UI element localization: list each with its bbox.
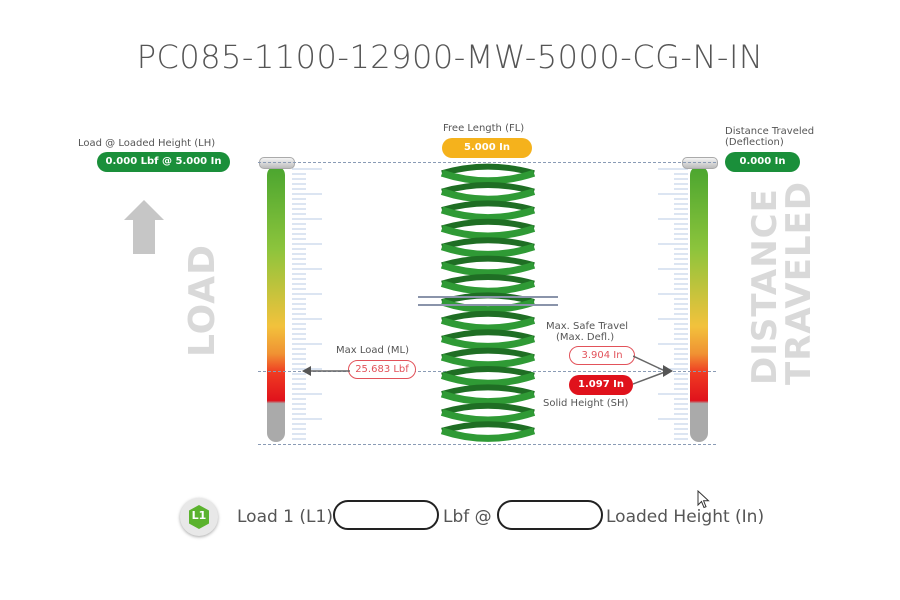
base-line: [258, 444, 716, 445]
spring-coil: [440, 261, 536, 277]
spring-coil: [440, 225, 536, 240]
spring-coil: [440, 390, 536, 406]
spring-coil-back: [441, 329, 535, 342]
left-arrow-icon: [302, 366, 350, 376]
max-safe-travel-label: Max. Safe Travel (Max. Defl.): [546, 321, 628, 343]
spring-coil-back: [441, 274, 535, 287]
spring-coil: [440, 169, 536, 185]
distance-label-line1: Distance Traveled: [725, 126, 815, 137]
load-gauge-handle[interactable]: [259, 157, 295, 169]
distance-value-badge: 0.000 In: [725, 152, 800, 172]
free-length-line: [258, 162, 716, 163]
spring-coil: [440, 372, 536, 387]
spring-coil-back: [441, 347, 535, 361]
distance-side-text-line1: DISTANCE: [745, 188, 785, 385]
spring-graphic: [440, 163, 536, 442]
solid-height-badge: 1.097 In: [569, 375, 633, 395]
spring-coil-back: [441, 200, 535, 213]
max-load-label: Max Load (ML): [336, 345, 410, 356]
distance-ruler: [658, 168, 688, 440]
page-title: PC085-1100-12900-MW-5000-CG-N-IN: [136, 38, 764, 76]
spring-coil: [440, 427, 536, 442]
cursor-icon: [697, 490, 710, 509]
load-value-badge: 0.000 Lbf @ 5.000 In: [97, 152, 230, 172]
l1-badge-icon: [189, 505, 209, 529]
l1-badge: L1: [180, 498, 218, 536]
spring-coil: [440, 409, 536, 424]
max-safe-travel-badge: 3.904 In: [569, 346, 635, 365]
max-load-badge: 25.683 Lbf: [348, 360, 416, 379]
up-arrow-icon: [124, 200, 164, 254]
spring-coil: [440, 188, 536, 203]
free-length-label: Free Length (FL): [443, 123, 525, 134]
solid-height-label: Solid Height (SH): [543, 398, 629, 409]
load-ruler: [292, 168, 322, 440]
load-side-text: LOAD: [182, 244, 223, 358]
spring-coil: [440, 335, 536, 350]
spring-coil-back: [441, 255, 535, 269]
spring-coil-back: [441, 402, 535, 416]
max-safe-travel-label-line2: (Max. Defl.): [556, 332, 615, 343]
l1-badge-text: L1: [191, 509, 207, 522]
spring-coil: [440, 243, 536, 258]
distance-side-text: DISTANCE TRAVELED: [745, 180, 819, 385]
load-gauge-bar: [267, 166, 285, 442]
unit-text: Lbf @: [443, 507, 492, 527]
free-length-badge: 5.000 In: [442, 138, 532, 158]
spring-coil: [440, 353, 536, 369]
loaded-height-input[interactable]: [497, 500, 603, 530]
distance-side-text-line2: TRAVELED: [779, 180, 819, 385]
spring-coil: [440, 317, 536, 332]
distance-gauge-handle[interactable]: [682, 157, 718, 169]
load-label: Load @ Loaded Height (LH): [78, 138, 216, 149]
spring-coil-back: [441, 310, 535, 324]
spring-coil: [440, 206, 536, 222]
max-safe-travel-label-line1: Max. Safe Travel: [546, 321, 629, 332]
spring-coil-back: [441, 292, 535, 305]
load-1-input[interactable]: [333, 500, 439, 530]
distance-gauge-bar: [690, 166, 708, 442]
spring-coil-back: [441, 384, 535, 397]
spring-coil-back: [441, 237, 535, 250]
load-1-label: Load 1 (L1): [237, 507, 333, 527]
spring-coil-back: [441, 366, 535, 379]
distance-label: Distance Traveled (Deflection): [725, 126, 814, 148]
spring-break-marker: [418, 296, 558, 306]
spring-coil-back: [441, 421, 535, 434]
right-arrow-icon: [633, 355, 673, 385]
loaded-height-label: Loaded Height (In): [606, 507, 765, 527]
spring-coil-back: [441, 182, 535, 195]
distance-label-line2: (Deflection): [725, 137, 784, 148]
spring-coil-back: [441, 163, 535, 177]
spring-coil-back: [441, 218, 535, 232]
spring-coil: [440, 280, 536, 295]
